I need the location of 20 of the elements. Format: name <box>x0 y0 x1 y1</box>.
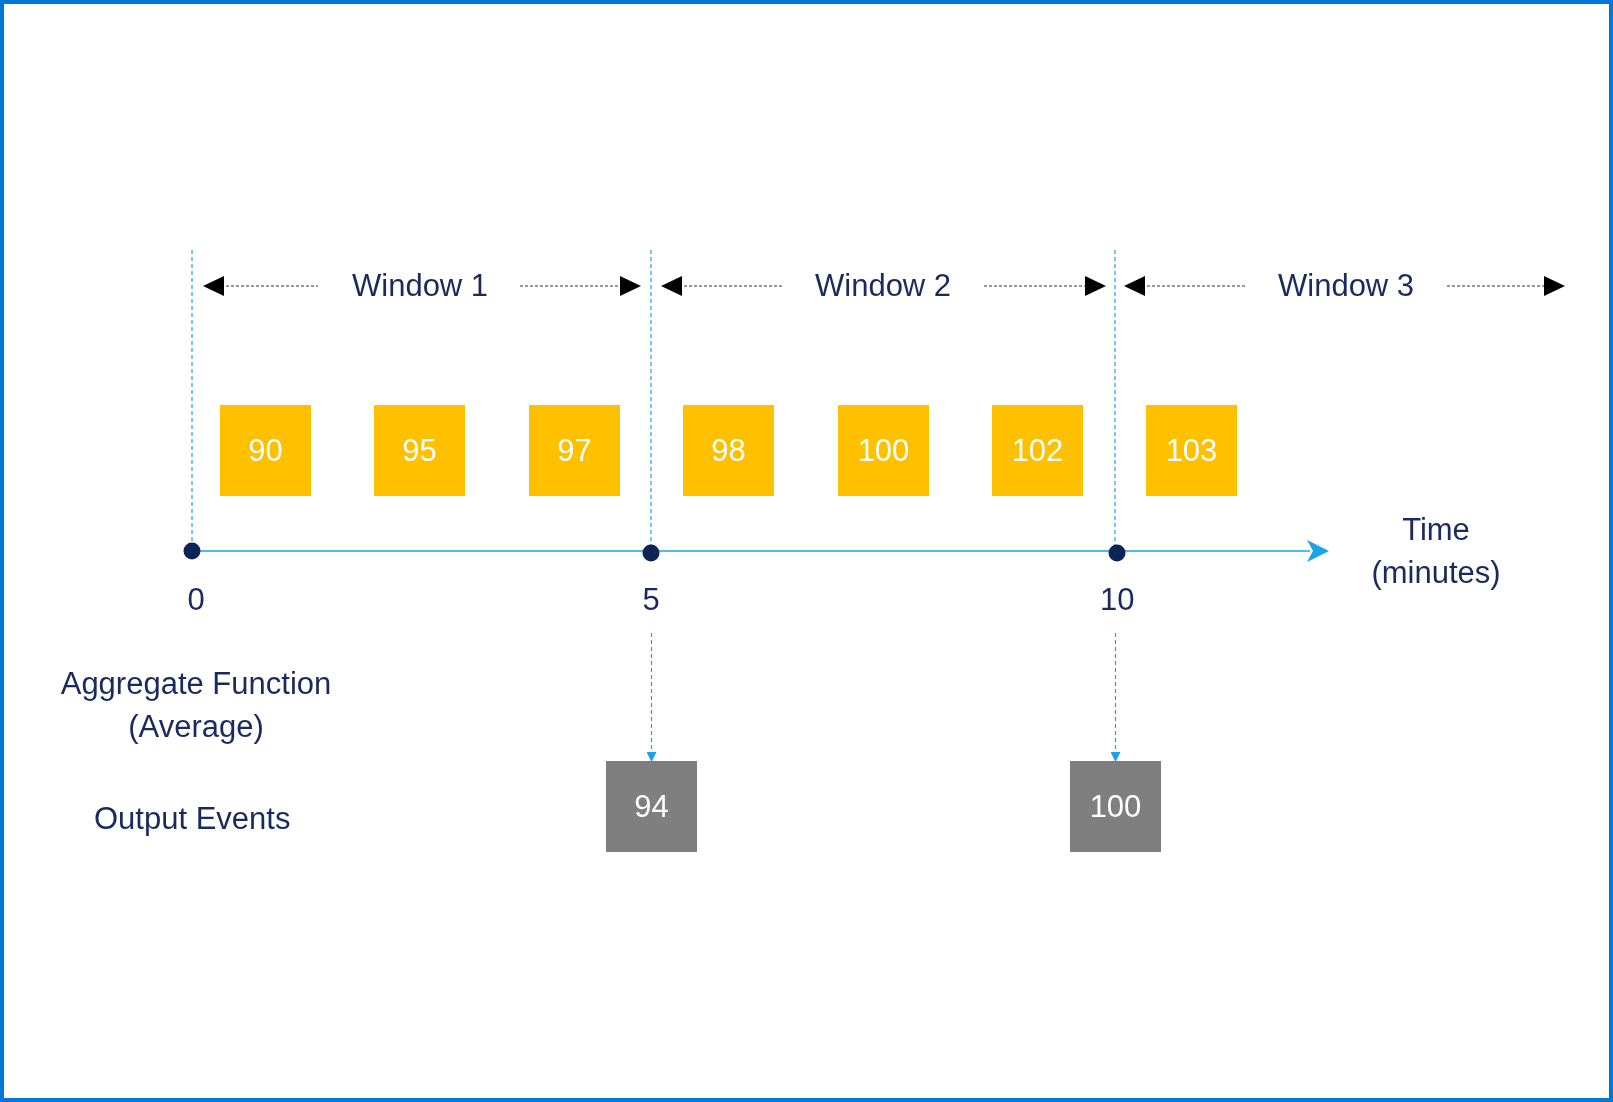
output-event-box: 100 <box>1070 761 1161 852</box>
window-label: Window 2 <box>815 267 952 305</box>
tick-label: 10 <box>1100 581 1135 619</box>
arrow <box>1110 632 1121 762</box>
arrow <box>646 632 657 762</box>
tick-label: 0 <box>187 581 205 619</box>
input-event-box: 102 <box>992 405 1083 496</box>
input-event-box: 100 <box>838 405 929 496</box>
row-label: Aggregate Function (Average) <box>59 665 333 746</box>
window-label: Window 3 <box>1278 267 1415 305</box>
input-event-box: 95 <box>374 405 465 496</box>
input-event-box: 98 <box>683 405 774 496</box>
output-event-box: 94 <box>606 761 697 852</box>
input-event-box: 97 <box>529 405 620 496</box>
input-event-box: 103 <box>1146 405 1237 496</box>
axis-label: Time (minutes) <box>1370 511 1502 592</box>
window-label: Window 1 <box>352 267 489 305</box>
row-label: Output Events <box>94 800 291 838</box>
tick-label: 5 <box>642 581 660 619</box>
input-event-box: 90 <box>220 405 311 496</box>
